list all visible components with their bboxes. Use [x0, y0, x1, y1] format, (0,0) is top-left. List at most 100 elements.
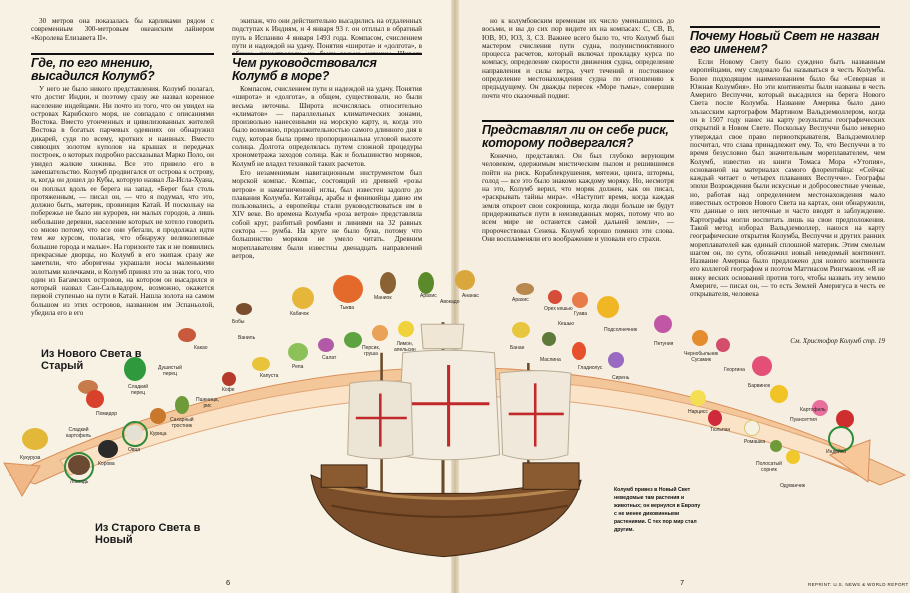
column-3-body: но к колумбовским временам их число умен… — [482, 17, 674, 100]
tulip-icon — [708, 410, 722, 426]
column-1-body: У него не было никого представления. Кол… — [31, 85, 214, 318]
label-peanut: Арахис — [420, 293, 437, 299]
squash-icon — [292, 287, 314, 309]
label-periwinkle: Барвинок — [748, 383, 771, 389]
arrow-new-world — [59, 378, 856, 476]
corn-icon — [22, 428, 48, 450]
sugarcane-icon — [175, 396, 189, 414]
page-gutter — [451, 0, 459, 593]
label-narcissus: Нарцисс — [688, 409, 708, 415]
turnip-icon — [318, 338, 334, 352]
label-potato: Картофель — [800, 407, 826, 413]
label-tomato: Помидор — [96, 411, 118, 417]
label-vanilla: Ваниль — [238, 335, 256, 341]
olive-icon — [542, 332, 556, 346]
arrowhead-left — [3, 462, 41, 498]
weed-icon — [770, 440, 782, 452]
pumpkin-icon — [333, 275, 363, 303]
page-number-left: 6 — [226, 578, 231, 587]
footer-credit: REPRINT: U.S. NEWS & WORLD REPORT — [808, 582, 909, 587]
gladiolus-icon — [572, 342, 586, 360]
dandelion-icon — [786, 450, 800, 464]
label-salad: Салат — [322, 355, 337, 361]
heading-risk: Представлял ли он себе риск, которому по… — [482, 120, 674, 150]
label-banana: Банан — [510, 345, 525, 351]
highlight-circle-sheep — [122, 421, 148, 447]
highlight-circle-horse — [64, 452, 94, 482]
direction-old-to-new: Из Старого Света в Новый — [95, 522, 201, 546]
pink-flower-icon — [812, 400, 828, 416]
pepper-icon — [124, 357, 146, 381]
label-manioc: Маниок — [374, 295, 392, 301]
label-coffee: Кофе — [222, 387, 235, 393]
yellow-flower-icon — [770, 385, 788, 403]
label-sunflower: Подсолнечник — [604, 327, 638, 333]
label-sheep: Овца — [128, 447, 141, 453]
label-daisy: Ромашка — [744, 439, 766, 445]
tomato-icon — [86, 390, 104, 408]
label-horse: Лошадь — [70, 479, 89, 485]
label-guava: Гуава — [574, 311, 587, 317]
caravel-ship-illustration — [310, 322, 582, 558]
chicken-icon — [150, 408, 166, 424]
coffee-icon — [222, 372, 236, 386]
label-corn: Кукуруза — [20, 455, 41, 461]
label-petunia: Петуния — [654, 341, 674, 347]
see-also-reference: См. Христофор Колумб стр. 19 — [790, 337, 885, 345]
label-wheat-rice: Пшеница,рис — [196, 397, 219, 409]
label-gladiolus: Гладиолус — [578, 365, 603, 371]
label-turnip: Репа — [292, 364, 304, 370]
label-pineapple: Ананас — [462, 293, 479, 299]
sunflower-icon — [597, 296, 619, 318]
bean-icon — [236, 303, 252, 315]
banana-icon — [252, 357, 270, 371]
column-2-body: экипаж, что они действительно высадились… — [232, 17, 422, 55]
avocado-icon — [418, 272, 434, 294]
dahlia-icon — [752, 356, 772, 376]
column-4-body: Если Новому Свету было суждено быть назв… — [690, 58, 885, 299]
label-poinsettia: Пуансеттия — [790, 417, 817, 423]
label-dandelion: Одуванчик — [780, 483, 805, 489]
intro-text: 30 метров она показалась бы карликами ря… — [31, 17, 214, 42]
highlight-circle-turkey — [828, 426, 854, 452]
chrysanthemum-icon — [716, 338, 730, 352]
column-3b-body: Конечно, представлял. Он был глубоко вер… — [482, 152, 674, 243]
banana2-icon — [512, 322, 530, 338]
label-avocado: Авокадо — [440, 299, 460, 305]
label-pumpkin: Тыква — [340, 305, 354, 311]
manioc-icon — [380, 272, 396, 294]
label-cacao: Какао — [194, 345, 208, 351]
narcissus-icon — [690, 390, 706, 406]
label-zucchini: Кабачок — [290, 311, 309, 317]
label-tulip: Тюльпан — [710, 427, 731, 433]
label-lemon: Лимон,апельсин — [394, 341, 416, 353]
label-dahlia: Георгина — [724, 367, 745, 373]
label-turkey: Индейка — [826, 449, 846, 455]
label-chicken: Курица — [150, 431, 167, 437]
label-cashew: Кешью — [558, 321, 575, 327]
salad-icon — [344, 332, 362, 348]
lilac-icon — [608, 352, 624, 368]
label-peach: Персик,груша — [362, 345, 381, 357]
cow-icon — [98, 440, 118, 458]
label-beans: Бобы — [232, 319, 245, 325]
guava-icon — [572, 292, 588, 308]
exchange-arcs-illustration — [3, 367, 907, 498]
illustration-caption: Колумб привез в Новый Свет неведомые там… — [614, 487, 701, 533]
petunia-icon — [654, 315, 672, 333]
cabbage-icon — [288, 343, 308, 361]
heading-where-landed: Где, по его мнению, высадился Колумб? — [31, 53, 214, 83]
label-cow: Корова — [98, 461, 115, 467]
heading-america-name: Почему Новый Свет не назван его именем? — [690, 26, 880, 56]
label-peanut2: Арахис — [512, 297, 529, 303]
label-lilac: Сирень — [612, 375, 630, 381]
cashew-icon — [548, 290, 562, 304]
page-number-right: 7 — [680, 578, 685, 587]
cacao-icon — [178, 328, 196, 342]
